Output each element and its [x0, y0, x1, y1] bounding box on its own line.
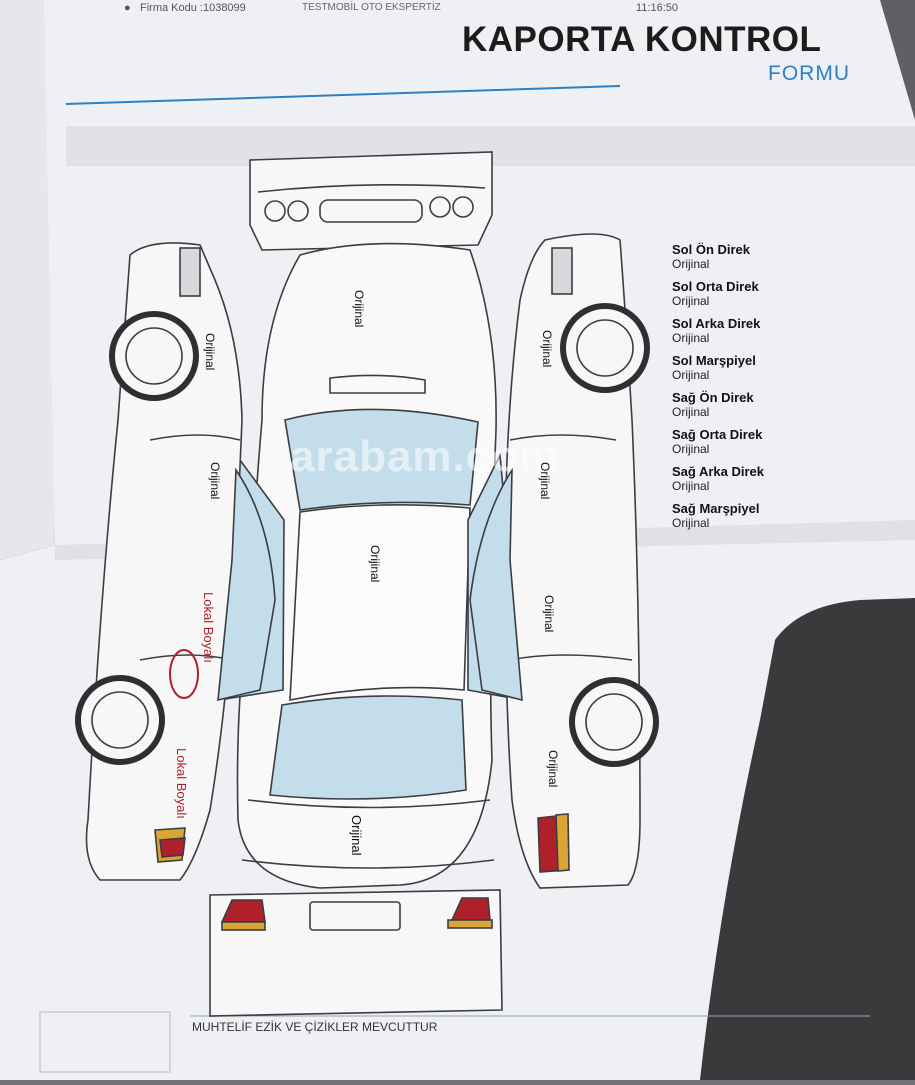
part-name: Sağ Marşpiyel: [672, 501, 760, 516]
part-name: Sağ Ön Direk: [672, 390, 754, 405]
car-diagram: [75, 151, 659, 1017]
footer-note: MUHTELİF EZİK VE ÇİZİKLER MEVCUTTUR: [192, 1020, 438, 1034]
part-status: Orijinal: [672, 405, 710, 419]
part-name: Sol Arka Direk: [672, 316, 761, 331]
part-name: Sağ Orta Direk: [672, 427, 763, 442]
company-name: TESTMOBİL OTO EKSPERTİZ: [302, 2, 441, 13]
firm-code: Firma Kodu :1038099: [140, 2, 246, 14]
part-name: Sol Orta Direk: [672, 279, 759, 294]
part-status: Orijinal: [672, 368, 710, 382]
trunk-label: Orijinal: [349, 815, 364, 856]
part-status: Orijinal: [672, 516, 710, 530]
part-name: Sol Ön Direk: [672, 242, 751, 257]
part-status: Orijinal: [672, 331, 710, 345]
right-rear-door-label: Orijinal: [542, 595, 556, 633]
part-status: Orijinal: [672, 479, 710, 493]
part-name: Sağ Arka Direk: [672, 464, 765, 479]
time-stamp: 11:16:50: [636, 2, 679, 14]
left-front-fender-label: Orijinal: [203, 333, 217, 371]
location-pin-icon: ●: [124, 2, 131, 14]
part-status: Orijinal: [672, 442, 710, 456]
part-name: Sol Marşpiyel: [672, 353, 756, 368]
form-title: KAPORTA KONTROL: [462, 20, 822, 59]
form-subtitle: FORMU: [768, 62, 850, 85]
left-front-door-label: Orijinal: [208, 462, 222, 500]
hood-label: Orijinal: [352, 290, 366, 328]
roof-label: Orijinal: [368, 545, 382, 583]
part-status: Orijinal: [672, 294, 710, 308]
right-front-door-label: Orijinal: [538, 462, 552, 500]
watermark: arabam.com: [290, 432, 560, 481]
left-rear-door-label: Lokal Boyalı: [201, 592, 216, 663]
part-status: Orijinal: [672, 257, 710, 271]
right-front-fender-label: Orijinal: [540, 330, 554, 368]
left-rear-fender-label: Lokal Boyalı: [174, 748, 189, 819]
right-rear-fender-label: Orijinal: [546, 750, 560, 788]
